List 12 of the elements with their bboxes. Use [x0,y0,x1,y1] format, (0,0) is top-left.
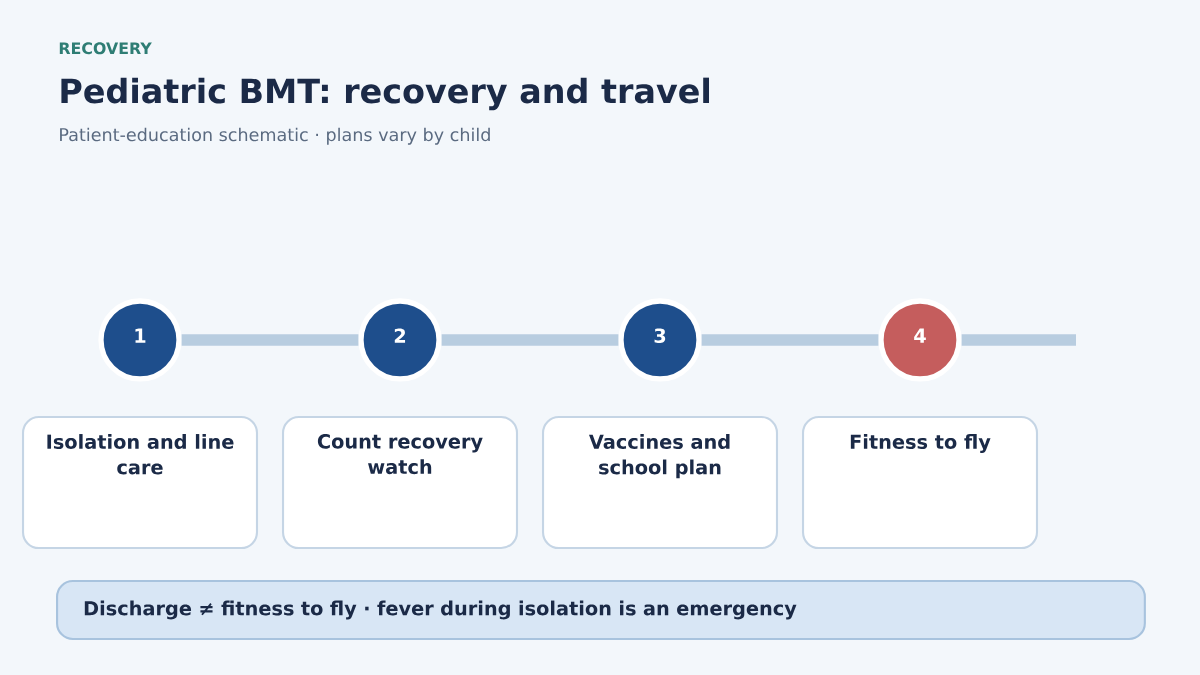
subtitle: Patient-education schematic · plans vary by child [60,127,490,145]
connector-bar [181,334,359,346]
connector-bar [961,334,1076,346]
title: Pediatric BMT: recovery and travel [61,77,709,111]
step-card: Isolation and line care [21,416,259,550]
step-card: Count recovery watch [281,416,519,550]
step-card: Fitness to fly [801,416,1039,550]
connector-bar [701,334,879,346]
connector-bar [441,334,619,346]
kicker-label: RECOVERY [59,42,152,55]
step-card: Vaccines and school plan [541,416,779,550]
warning-banner: Discharge ≠ fitness to fly · fever during isolation is an emergency [56,579,1146,641]
